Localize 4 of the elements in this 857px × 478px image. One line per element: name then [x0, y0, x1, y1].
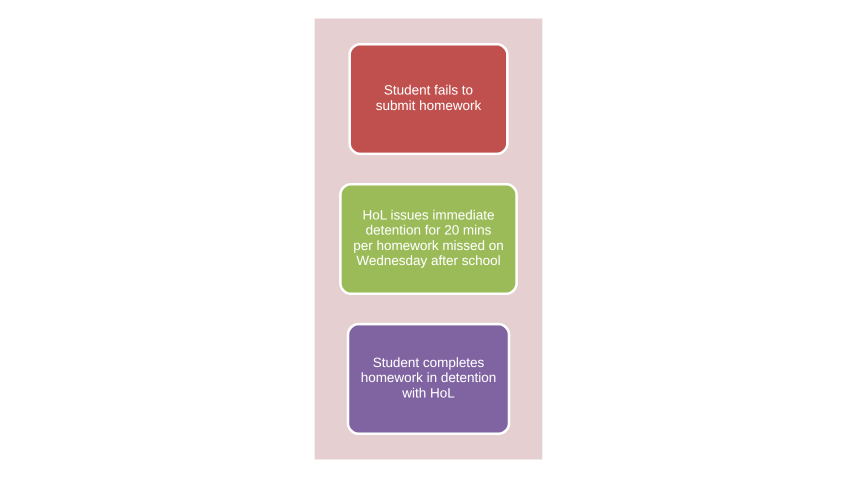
- node-box: HoL issues immediate detention for 20 mins per homework missed on Wednesday after school: [339, 182, 518, 296]
- cluster: [314, 18, 542, 460]
- node-box: Student fails to submit homework: [348, 43, 509, 156]
- node-box: Student completes homework in detention with HoL: [346, 322, 510, 435]
